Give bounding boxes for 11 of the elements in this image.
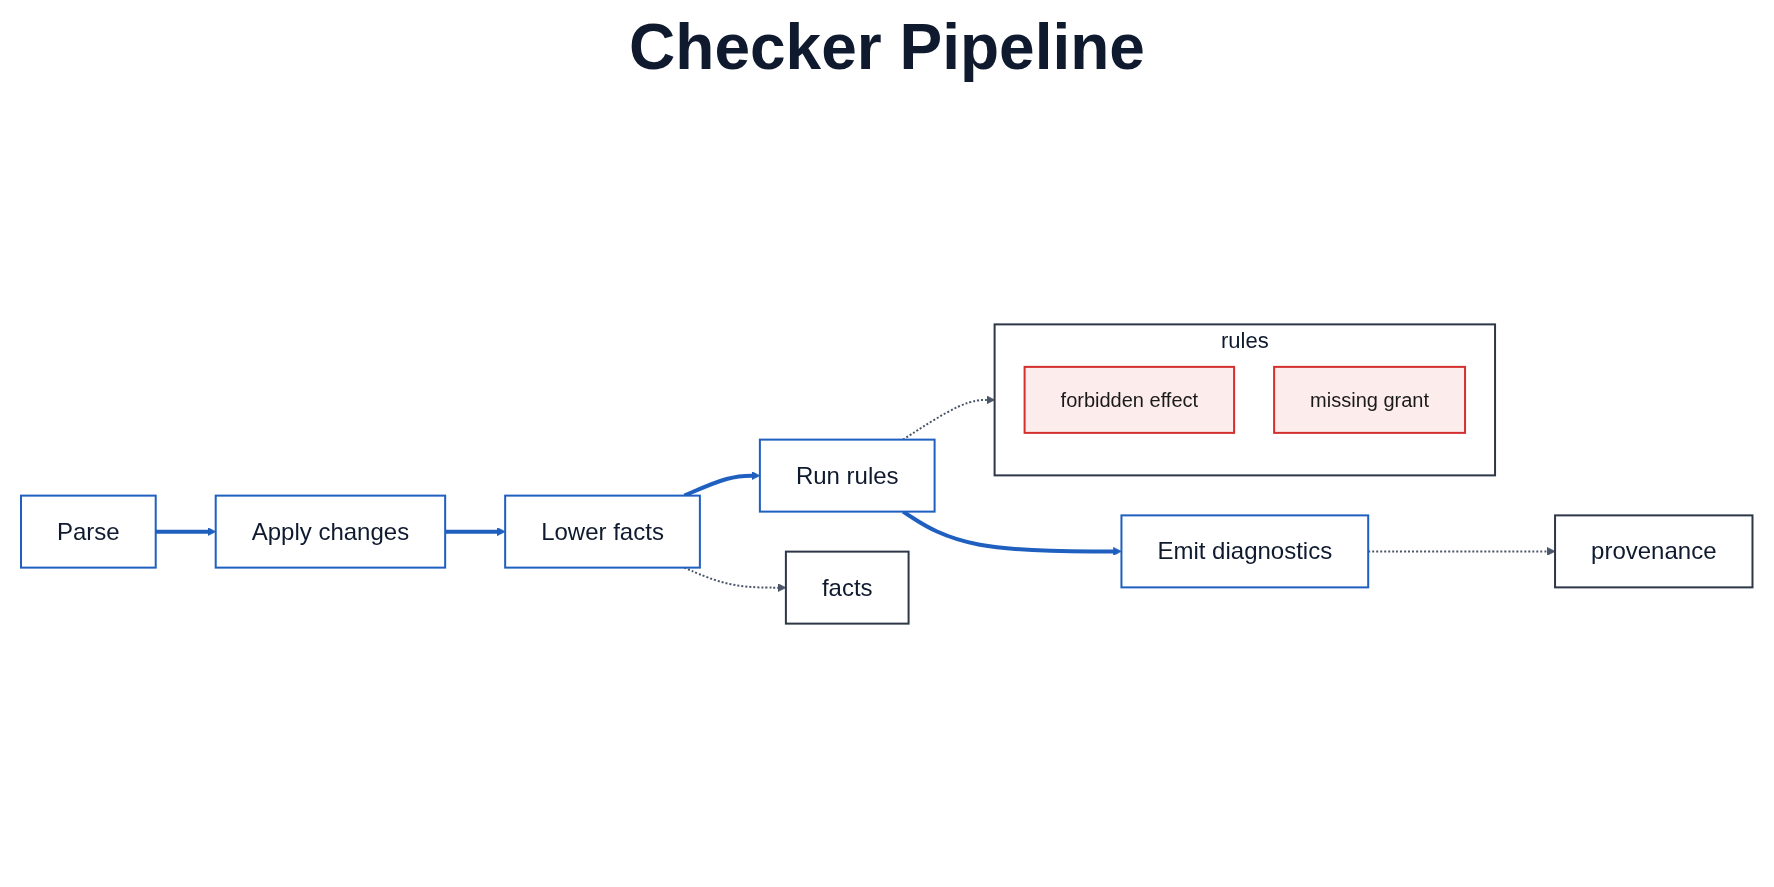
- node-box: Lower facts: [504, 494, 702, 569]
- node-box: forbidden effect: [1023, 365, 1236, 434]
- node-box: Apply changes: [214, 494, 447, 569]
- node-box: Emit diagnostics: [1120, 514, 1370, 589]
- node-box: Parse: [20, 494, 157, 569]
- arrow: [445, 527, 506, 537]
- diagram-title: Checker Pipeline: [628, 10, 1146, 84]
- node-box: provenance: [1554, 514, 1754, 589]
- node-box: Run rules: [759, 438, 936, 513]
- node-box: facts: [785, 550, 910, 625]
- node-box: missing grant: [1273, 365, 1467, 434]
